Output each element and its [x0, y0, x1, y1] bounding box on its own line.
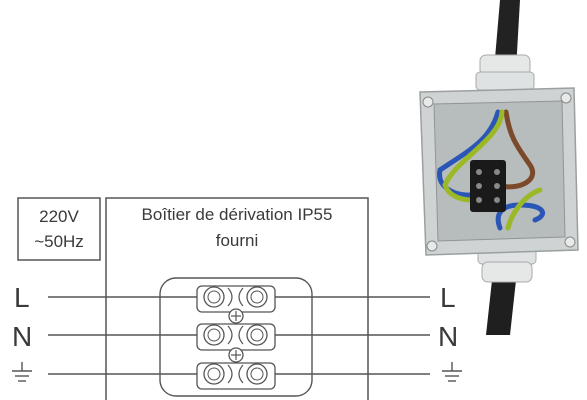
wires	[48, 296, 430, 375]
cable-gland-top	[475, 54, 535, 91]
terminal-row-live	[196, 285, 276, 313]
terminal-row-neutral	[196, 323, 276, 351]
right-live-label: L	[440, 282, 456, 313]
left-terminal-labels: L N	[12, 282, 32, 382]
screw-terminal-icon	[246, 363, 268, 385]
supply-frequency: ~50Hz	[34, 232, 84, 251]
right-neutral-label: N	[438, 321, 458, 352]
corner-screw-icon	[426, 240, 438, 252]
junction-box-subtitle: fourni	[216, 231, 259, 250]
junction-box-title: Boîtier de dérivation IP55	[142, 205, 333, 224]
screw-terminal-icon	[246, 286, 268, 308]
screw-terminal-icon	[203, 324, 225, 346]
supply-voltage: 220V	[39, 207, 79, 226]
supply-rating-box: 220V ~50Hz	[17, 197, 101, 261]
corner-screw-icon	[560, 92, 572, 104]
terminal-row-ground	[196, 362, 276, 390]
left-neutral-label: N	[12, 321, 32, 352]
photo-terminal-block	[470, 160, 506, 212]
right-terminal-labels: L N	[438, 282, 462, 382]
terminal-block	[159, 277, 313, 397]
left-live-label: L	[14, 282, 30, 313]
screw-terminal-icon	[203, 286, 225, 308]
terminal-block-outline	[159, 277, 313, 397]
cable-top	[494, 0, 520, 70]
ground-icon	[12, 362, 32, 382]
corner-screw-icon	[422, 96, 434, 108]
junction-box-photo	[419, 0, 579, 335]
corner-screw-icon	[564, 236, 576, 248]
ground-icon	[442, 362, 462, 382]
internal-wires	[437, 109, 546, 231]
screw-terminal-icon	[203, 363, 225, 385]
screw-icon	[228, 308, 244, 324]
junction-box-outline: Boîtier de dérivation IP55 fourni	[105, 197, 369, 400]
screw-icon	[228, 347, 244, 363]
screw-terminal-icon	[246, 324, 268, 346]
